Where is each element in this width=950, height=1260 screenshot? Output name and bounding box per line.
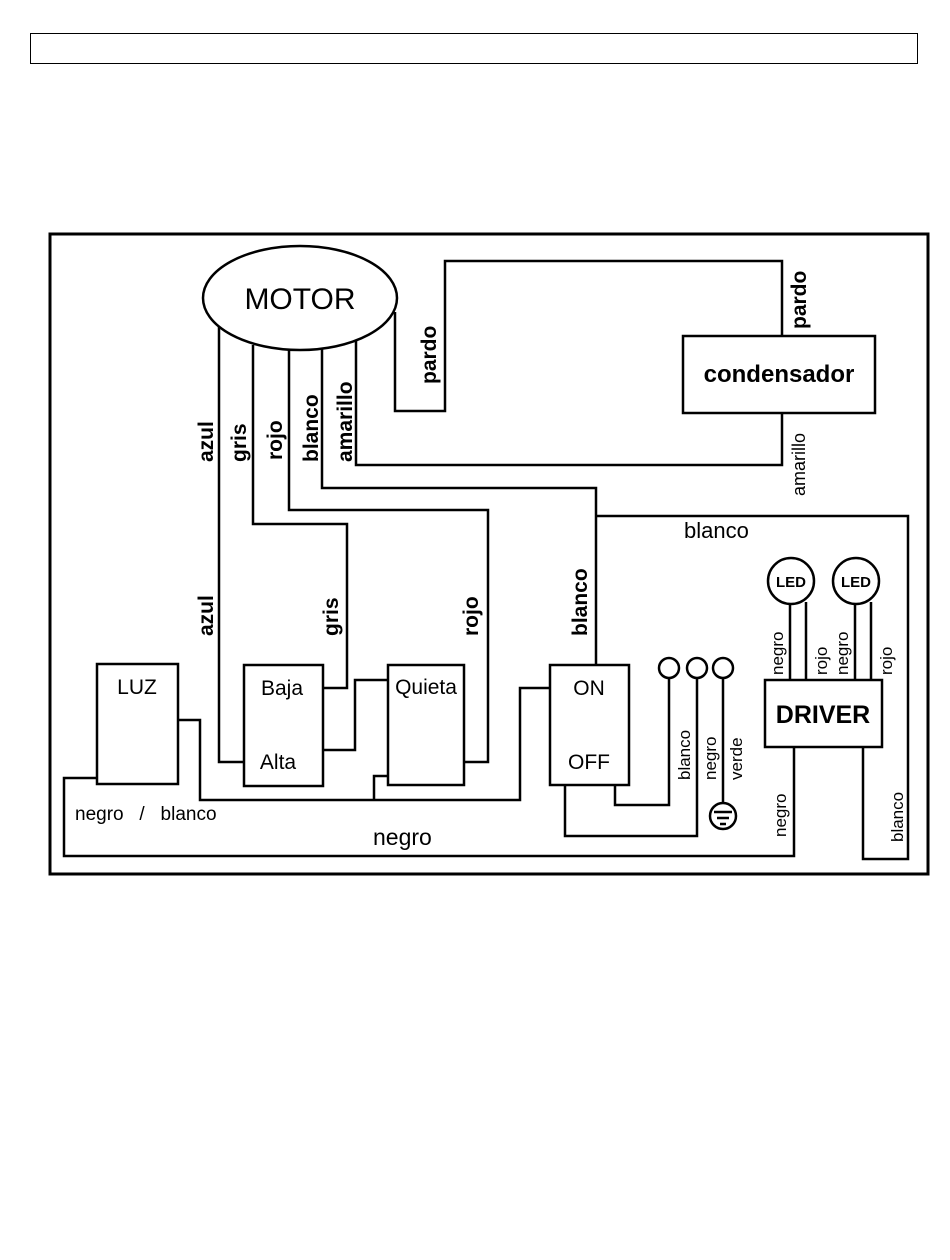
motor-label: MOTOR — [244, 283, 355, 316]
wire-alta-quieta — [323, 680, 388, 750]
wire-luz-common — [178, 688, 550, 800]
label-blanco-horizontal: blanco — [684, 518, 749, 543]
driver: DRIVER — [765, 680, 882, 747]
terminal-negro — [687, 658, 707, 678]
quieta-label: Quieta — [395, 676, 457, 699]
label-rojo-bottom: rojo — [460, 596, 483, 636]
label-rojo-top: rojo — [264, 420, 287, 460]
label-blanco-switch: blanco — [569, 568, 592, 636]
label-negro-bottom: negro — [373, 824, 432, 850]
label-blanco-top: blanco — [300, 394, 323, 462]
label-negro-blanco-luz: negro / blanco — [75, 804, 217, 825]
on-off-switch: ON OFF — [550, 665, 629, 785]
off-label: OFF — [568, 751, 610, 774]
led-1-label: LED — [776, 574, 806, 591]
condensador-label: condensador — [704, 361, 855, 388]
label-pardo-condensador: pardo — [788, 271, 811, 329]
terminal-verde — [713, 658, 733, 678]
label-gris-top: gris — [228, 423, 251, 462]
led-2-label: LED — [841, 574, 871, 591]
label-negro-driver: negro — [771, 794, 790, 837]
condensador: condensador — [683, 336, 875, 413]
label-negro-led-2: negro — [833, 632, 852, 675]
label-amarillo-motor: amarillo — [334, 381, 357, 462]
luz-switch: LUZ — [97, 664, 178, 784]
label-azul-bottom: azul — [195, 595, 218, 636]
led-1: LED — [768, 558, 814, 604]
luz-label: LUZ — [117, 676, 157, 699]
wire-azul — [219, 326, 244, 762]
label-pardo-motor: pardo — [418, 326, 441, 384]
driver-label: DRIVER — [776, 701, 870, 729]
label-blanco-driver: blanco — [888, 792, 907, 842]
label-negro-terminal: negro — [701, 737, 720, 780]
speed-switch: Baja Alta — [244, 665, 323, 786]
led-2: LED — [833, 558, 879, 604]
label-azul-top: azul — [195, 421, 218, 462]
label-rojo-led-1: rojo — [812, 647, 831, 675]
label-rojo-led-2: rojo — [877, 647, 896, 675]
ground-symbol-icon — [710, 803, 736, 829]
label-amarillo-condensador: amarillo — [789, 433, 809, 496]
label-gris-bottom: gris — [320, 597, 343, 636]
motor: MOTOR — [203, 246, 397, 350]
label-blanco-terminal: blanco — [675, 730, 694, 780]
wire-quieta-bottom — [374, 776, 388, 800]
label-negro-led-1: negro — [768, 632, 787, 675]
quieta-switch: Quieta — [388, 665, 464, 785]
terminal-blanco — [659, 658, 679, 678]
baja-label: Baja — [261, 677, 303, 700]
on-label: ON — [573, 677, 605, 700]
alta-label: Alta — [260, 751, 297, 774]
wire-blanco — [322, 348, 596, 665]
label-verde-terminal: verde — [727, 737, 746, 780]
